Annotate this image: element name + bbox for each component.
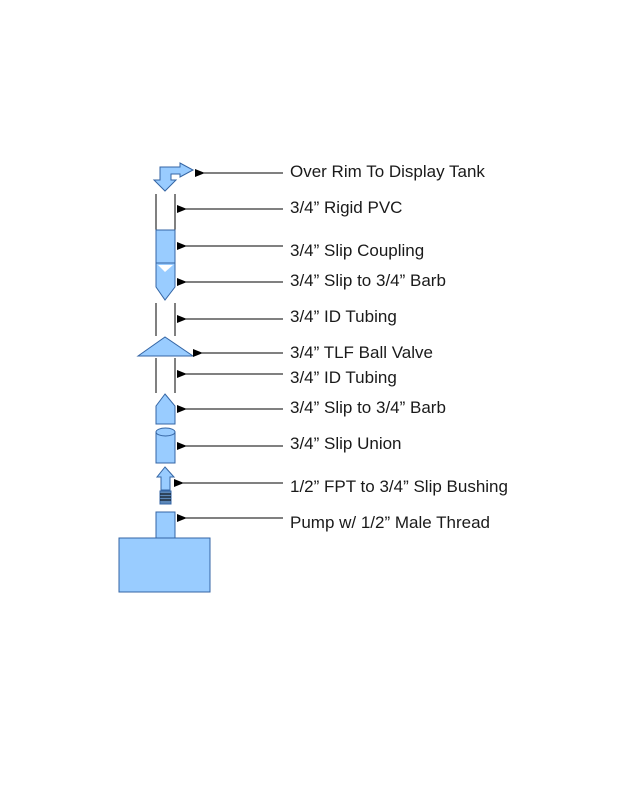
ball-valve-part xyxy=(136,336,195,357)
label-tubing-top: 3/4” ID Tubing xyxy=(290,307,397,326)
label-slip-barb-top: 3/4” Slip to 3/4” Barb xyxy=(290,271,446,290)
slip-coupling-part xyxy=(155,229,176,264)
label-slip-barb-bottom: 3/4” Slip to 3/4” Barb xyxy=(290,398,446,417)
pump-body xyxy=(118,537,211,593)
slip-barb-top-notch xyxy=(158,265,173,272)
bushing-part xyxy=(155,466,176,491)
label-bushing: 1/2” FPT to 3/4” Slip Bushing xyxy=(290,477,508,496)
slip-barb-top-part xyxy=(155,262,176,301)
over-rim-elbow-icon xyxy=(152,162,195,192)
label-slip-coupling: 3/4” Slip Coupling xyxy=(290,241,424,260)
slip-union-part xyxy=(155,431,176,464)
label-tubing-bottom: 3/4” ID Tubing xyxy=(290,368,397,387)
pump-outlet-part xyxy=(155,511,176,539)
slip-union-top xyxy=(155,427,176,437)
label-slip-union: 3/4” Slip Union xyxy=(290,434,402,453)
label-over-rim: Over Rim To Display Tank xyxy=(290,162,485,181)
label-ball-valve: 3/4” TLF Ball Valve xyxy=(290,343,433,362)
label-pump-thread: Pump w/ 1/2” Male Thread xyxy=(290,513,490,532)
label-rigid-pvc: 3/4” Rigid PVC xyxy=(290,198,402,217)
slip-barb-bottom-part xyxy=(155,393,176,425)
